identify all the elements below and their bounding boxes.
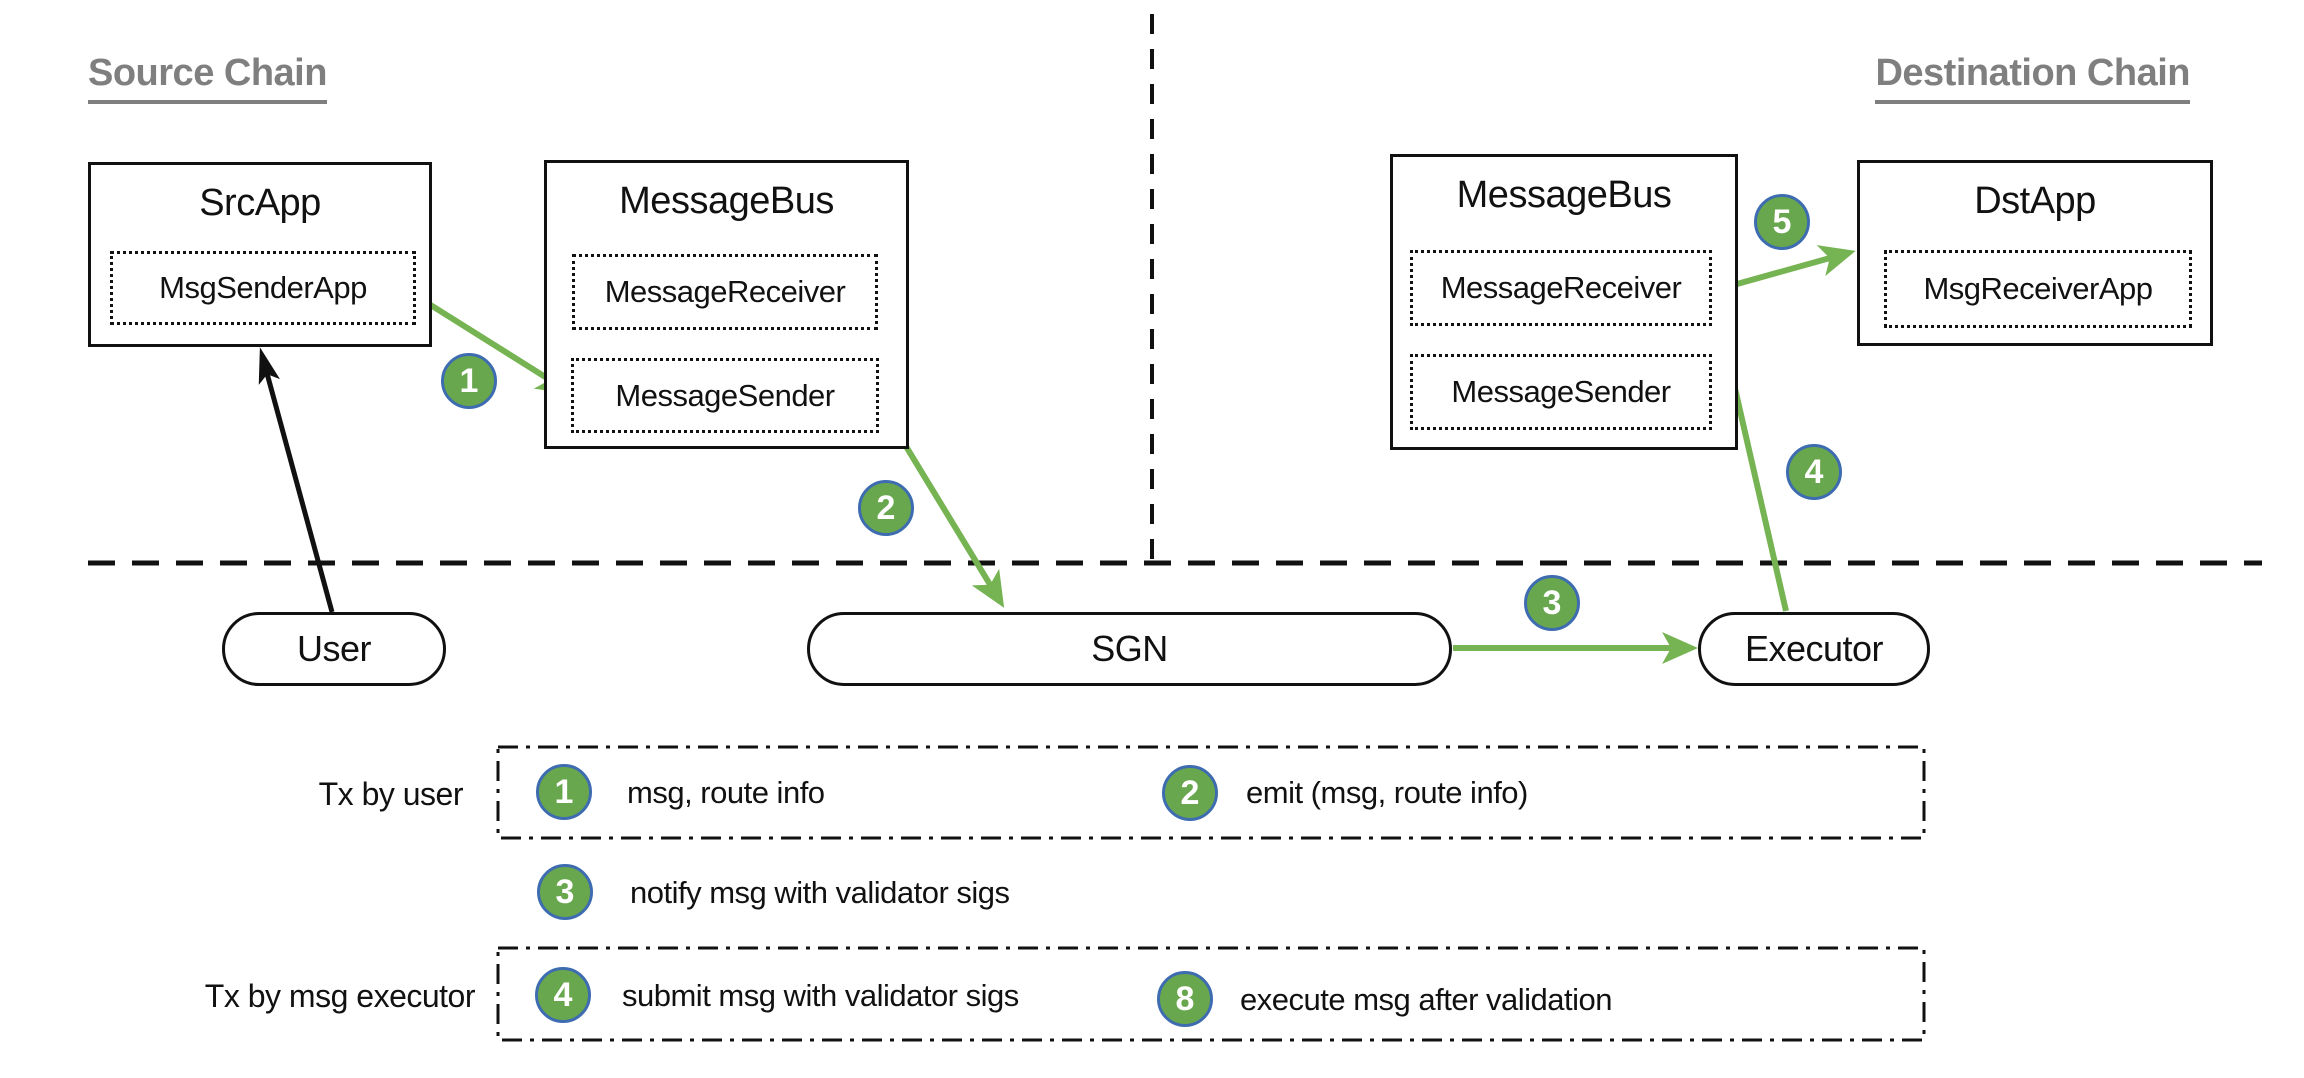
step-1-badge: 1 (441, 353, 497, 409)
legend-row1-label: Tx by user (318, 776, 464, 812)
legend-step-2-text: emit (msg, route info) (1246, 775, 1528, 810)
executor-node: Executor (1698, 612, 1930, 686)
legend-step-1-badge: 1 (536, 764, 592, 820)
dst-messagebus-title: MessageBus (1456, 174, 1672, 216)
step-5-badge: 5 (1754, 194, 1810, 250)
msg-sender-app-module: MsgSenderApp (110, 251, 416, 325)
arrow-user-to-srcapp (258, 347, 335, 613)
legend-step-1-text: msg, route info (627, 775, 825, 810)
step-3-badge: 3 (1524, 575, 1580, 631)
msg-receiver-app-module: MsgReceiverApp (1884, 250, 2192, 328)
legend-step-8-badge: 8 (1157, 971, 1213, 1027)
legend-step-2-badge: 2 (1162, 765, 1218, 821)
legend-step-4-badge: 4 (535, 967, 591, 1023)
legend-box-tx-by-user (496, 745, 1926, 840)
source-chain-label: Source Chain (88, 52, 327, 104)
src-messagebus-title: MessageBus (619, 180, 834, 222)
src-message-receiver-module: MessageReceiver (572, 254, 878, 330)
legend-row2-label: Tx by msg executor (204, 978, 476, 1014)
arrow-step1-msgsenderapp-to-messagesender (427, 301, 573, 395)
dst-app-title: DstApp (1974, 180, 2096, 222)
sgn-node: SGN (807, 612, 1452, 686)
step-4-badge: 4 (1786, 444, 1842, 500)
src-message-sender-module: MessageSender (571, 358, 879, 433)
user-node: User (222, 612, 446, 686)
destination-chain-label: Destination Chain (1875, 52, 2190, 104)
step-2-badge: 2 (858, 480, 914, 536)
legend-step-3-text: notify msg with validator sigs (630, 875, 1010, 910)
src-app-title: SrcApp (199, 182, 321, 224)
legend-step-8-text: execute msg after validation (1240, 982, 1613, 1017)
legend-step-3-badge: 3 (537, 864, 593, 920)
dst-message-receiver-module: MessageReceiver (1410, 250, 1712, 326)
legend-box-tx-by-msg-executor (496, 946, 1926, 1042)
legend-step-4-text: submit msg with validator sigs (622, 978, 1019, 1013)
dst-message-sender-module: MessageSender (1410, 354, 1712, 430)
